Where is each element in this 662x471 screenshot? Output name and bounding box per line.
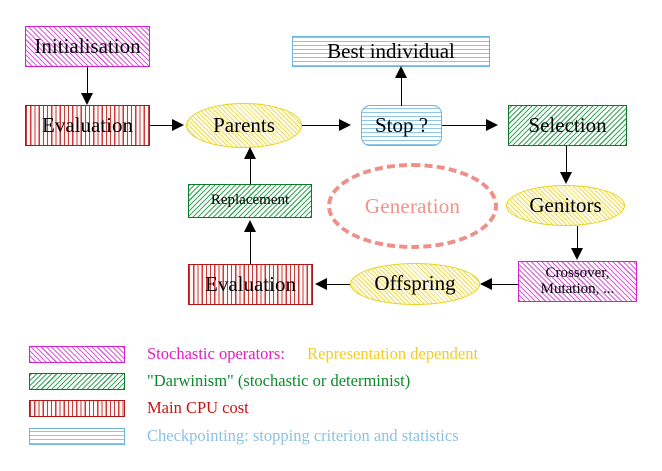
- legend-row-cpu-cost: Main CPU cost: [0, 396, 662, 420]
- edge-crossover-to-offspring-arrowhead: [480, 278, 492, 290]
- legend-row-checkpointing: Checkpointing: stopping criterion and st…: [0, 424, 662, 448]
- edge-crossover-to-offspring: [492, 284, 518, 285]
- node-replacement-label: Replacement: [210, 192, 290, 209]
- node-stop-label: Stop ?: [374, 112, 429, 137]
- node-parents[interactable]: Parents: [186, 103, 302, 148]
- legend-label-representation-dependent: Representation dependent: [307, 344, 479, 363]
- legend-swatch-checkpointing: [29, 427, 125, 445]
- edge-init-to-eval: [87, 67, 88, 95]
- edge-genitors-to-crossover-arrowhead: [571, 248, 583, 260]
- edge-replacement-to-parents: [250, 159, 251, 184]
- node-best-individual[interactable]: Best individual: [292, 36, 490, 67]
- edge-stop-to-best-arrowhead: [395, 66, 407, 78]
- edge-offspring-to-eval-arrowhead: [315, 278, 327, 290]
- edge-stop-to-best: [401, 76, 402, 106]
- node-offspring-label: Offspring: [374, 271, 456, 296]
- node-parents-label: Parents: [213, 112, 275, 137]
- edge-eval-to-replacement-arrowhead: [244, 220, 256, 232]
- node-offspring[interactable]: Offspring: [350, 263, 480, 305]
- node-evaluation-bottom[interactable]: Evaluation: [188, 264, 313, 305]
- node-crossover-line1: Crossover,: [545, 265, 610, 282]
- edge-eval-to-parents: [150, 125, 174, 126]
- edge-stop-to-selection-arrowhead: [486, 119, 498, 131]
- edge-parents-to-stop: [302, 125, 341, 126]
- node-genitors-label: Genitors: [529, 192, 602, 217]
- edge-parents-to-stop-arrowhead: [339, 119, 351, 131]
- legend-row-stochastic: Stochastic operators: Representation dep…: [0, 342, 662, 366]
- legend-label-cpu-cost: Main CPU cost: [147, 398, 249, 417]
- node-evaluation-bottom-label: Evaluation: [205, 271, 296, 296]
- node-replacement[interactable]: Replacement: [188, 184, 312, 218]
- node-genitors[interactable]: Genitors: [506, 185, 625, 226]
- node-generation-label: Generation: [364, 193, 461, 218]
- node-evaluation-top[interactable]: Evaluation: [25, 105, 150, 146]
- edge-genitors-to-crossover: [577, 226, 578, 249]
- node-generation-grouping: Generation: [327, 163, 498, 249]
- legend-label-stochastic-operators: Stochastic operators:: [147, 344, 285, 363]
- node-stop[interactable]: Stop ?: [361, 105, 442, 146]
- node-selection[interactable]: Selection: [508, 105, 627, 146]
- legend-swatch-stochastic-operators: [29, 345, 125, 363]
- legend-label-darwinism: "Darwinism" (stochastic or determinist): [147, 371, 411, 390]
- node-initialisation-label: Initialisation: [34, 33, 141, 58]
- node-crossover-line2: Mutation, ...: [540, 280, 615, 297]
- legend-text-stochastic: Stochastic operators: Representation dep…: [147, 344, 478, 364]
- node-evaluation-top-label: Evaluation: [42, 112, 133, 137]
- legend-label-checkpointing: Checkpointing: stopping criterion and st…: [147, 426, 459, 445]
- legend-row-darwinism: "Darwinism" (stochastic or determinist): [0, 369, 662, 393]
- edge-offspring-to-eval: [327, 284, 350, 285]
- edge-replacement-to-parents-arrowhead: [244, 147, 256, 159]
- edge-selection-to-genitors: [566, 146, 567, 173]
- edge-selection-to-genitors-arrowhead: [560, 172, 572, 184]
- node-initialisation[interactable]: Initialisation: [25, 26, 150, 67]
- edge-eval-to-parents-arrowhead: [172, 119, 184, 131]
- node-crossover-mutation[interactable]: Crossover, Mutation, ...: [518, 261, 637, 302]
- node-best-individual-label: Best individual: [327, 38, 455, 63]
- edge-stop-to-selection: [442, 125, 488, 126]
- edge-eval-to-replacement: [250, 230, 251, 264]
- legend-swatch-darwinism: [29, 372, 125, 390]
- legend-swatch-cpu-cost: [29, 399, 125, 417]
- edge-init-to-eval-arrowhead: [81, 93, 93, 105]
- node-selection-label: Selection: [528, 112, 607, 137]
